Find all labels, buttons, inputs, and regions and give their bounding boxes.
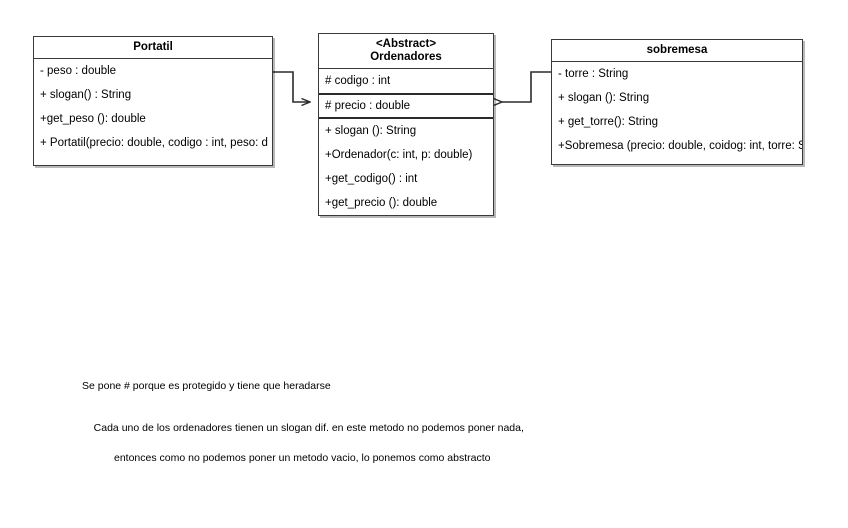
note-abstracto-line1: Cada uno de los ordenadores tienen un sl… <box>93 422 524 434</box>
class-member-row[interactable]: + slogan() : String <box>34 83 272 107</box>
class-body-portatil: - peso : double + slogan() : String +get… <box>34 59 272 155</box>
class-member-row[interactable]: # codigo : int <box>319 69 493 93</box>
class-header-portatil: Portatil <box>34 37 272 59</box>
class-member-row[interactable]: + Portatil(precio: double, codigo : int,… <box>34 131 272 155</box>
connector-sobremesa-to-ordenadores <box>502 71 551 102</box>
class-member-row[interactable]: +Ordenador(c: int, p: double) <box>319 143 493 167</box>
class-member-row[interactable]: + slogan (): String <box>319 119 493 143</box>
note-abstracto-line2: entonces como no podemos poner un metodo… <box>114 452 491 464</box>
class-member-row[interactable]: +get_codigo() : int <box>319 167 493 191</box>
class-name-portatil: Portatil <box>133 41 173 53</box>
class-member-row[interactable]: + get_torre(): String <box>552 110 802 134</box>
class-member-row[interactable]: +get_precio (): double <box>319 191 493 215</box>
uml-class-ordenadores[interactable]: <Abstract> Ordenadores # codigo : int # … <box>318 33 494 216</box>
class-member-row[interactable]: + slogan (): String <box>552 86 802 110</box>
class-body-ordenadores: # codigo : int # precio : double + sloga… <box>319 69 493 215</box>
uml-class-portatil[interactable]: Portatil - peso : double + slogan() : St… <box>33 36 273 166</box>
note-protegido: Se pone # porque es protegido y tiene qu… <box>82 380 331 392</box>
class-name-sobremesa: sobremesa <box>646 44 708 56</box>
class-member-row[interactable]: +Sobremesa (precio: double, coidog: int,… <box>552 134 802 158</box>
class-member-row[interactable]: - torre : String <box>552 62 802 86</box>
class-member-row[interactable]: +get_peso (): double <box>34 107 272 131</box>
connector-portatil-to-ordenadores <box>273 71 310 102</box>
class-stereotype-ordenadores: <Abstract> <box>375 38 437 50</box>
class-member-row-selected[interactable]: # precio : double <box>319 93 493 119</box>
class-body-sobremesa: - torre : String + slogan (): String + g… <box>552 62 802 158</box>
note-abstracto: Cada uno de los ordenadores tienen un sl… <box>82 406 524 496</box>
class-header-sobremesa: sobremesa <box>552 40 802 62</box>
class-member-row[interactable]: - peso : double <box>34 59 272 83</box>
class-header-ordenadores: <Abstract> Ordenadores <box>319 34 493 69</box>
class-name-ordenadores: Ordenadores <box>370 51 442 63</box>
uml-class-sobremesa[interactable]: sobremesa - torre : String + slogan (): … <box>551 39 803 165</box>
